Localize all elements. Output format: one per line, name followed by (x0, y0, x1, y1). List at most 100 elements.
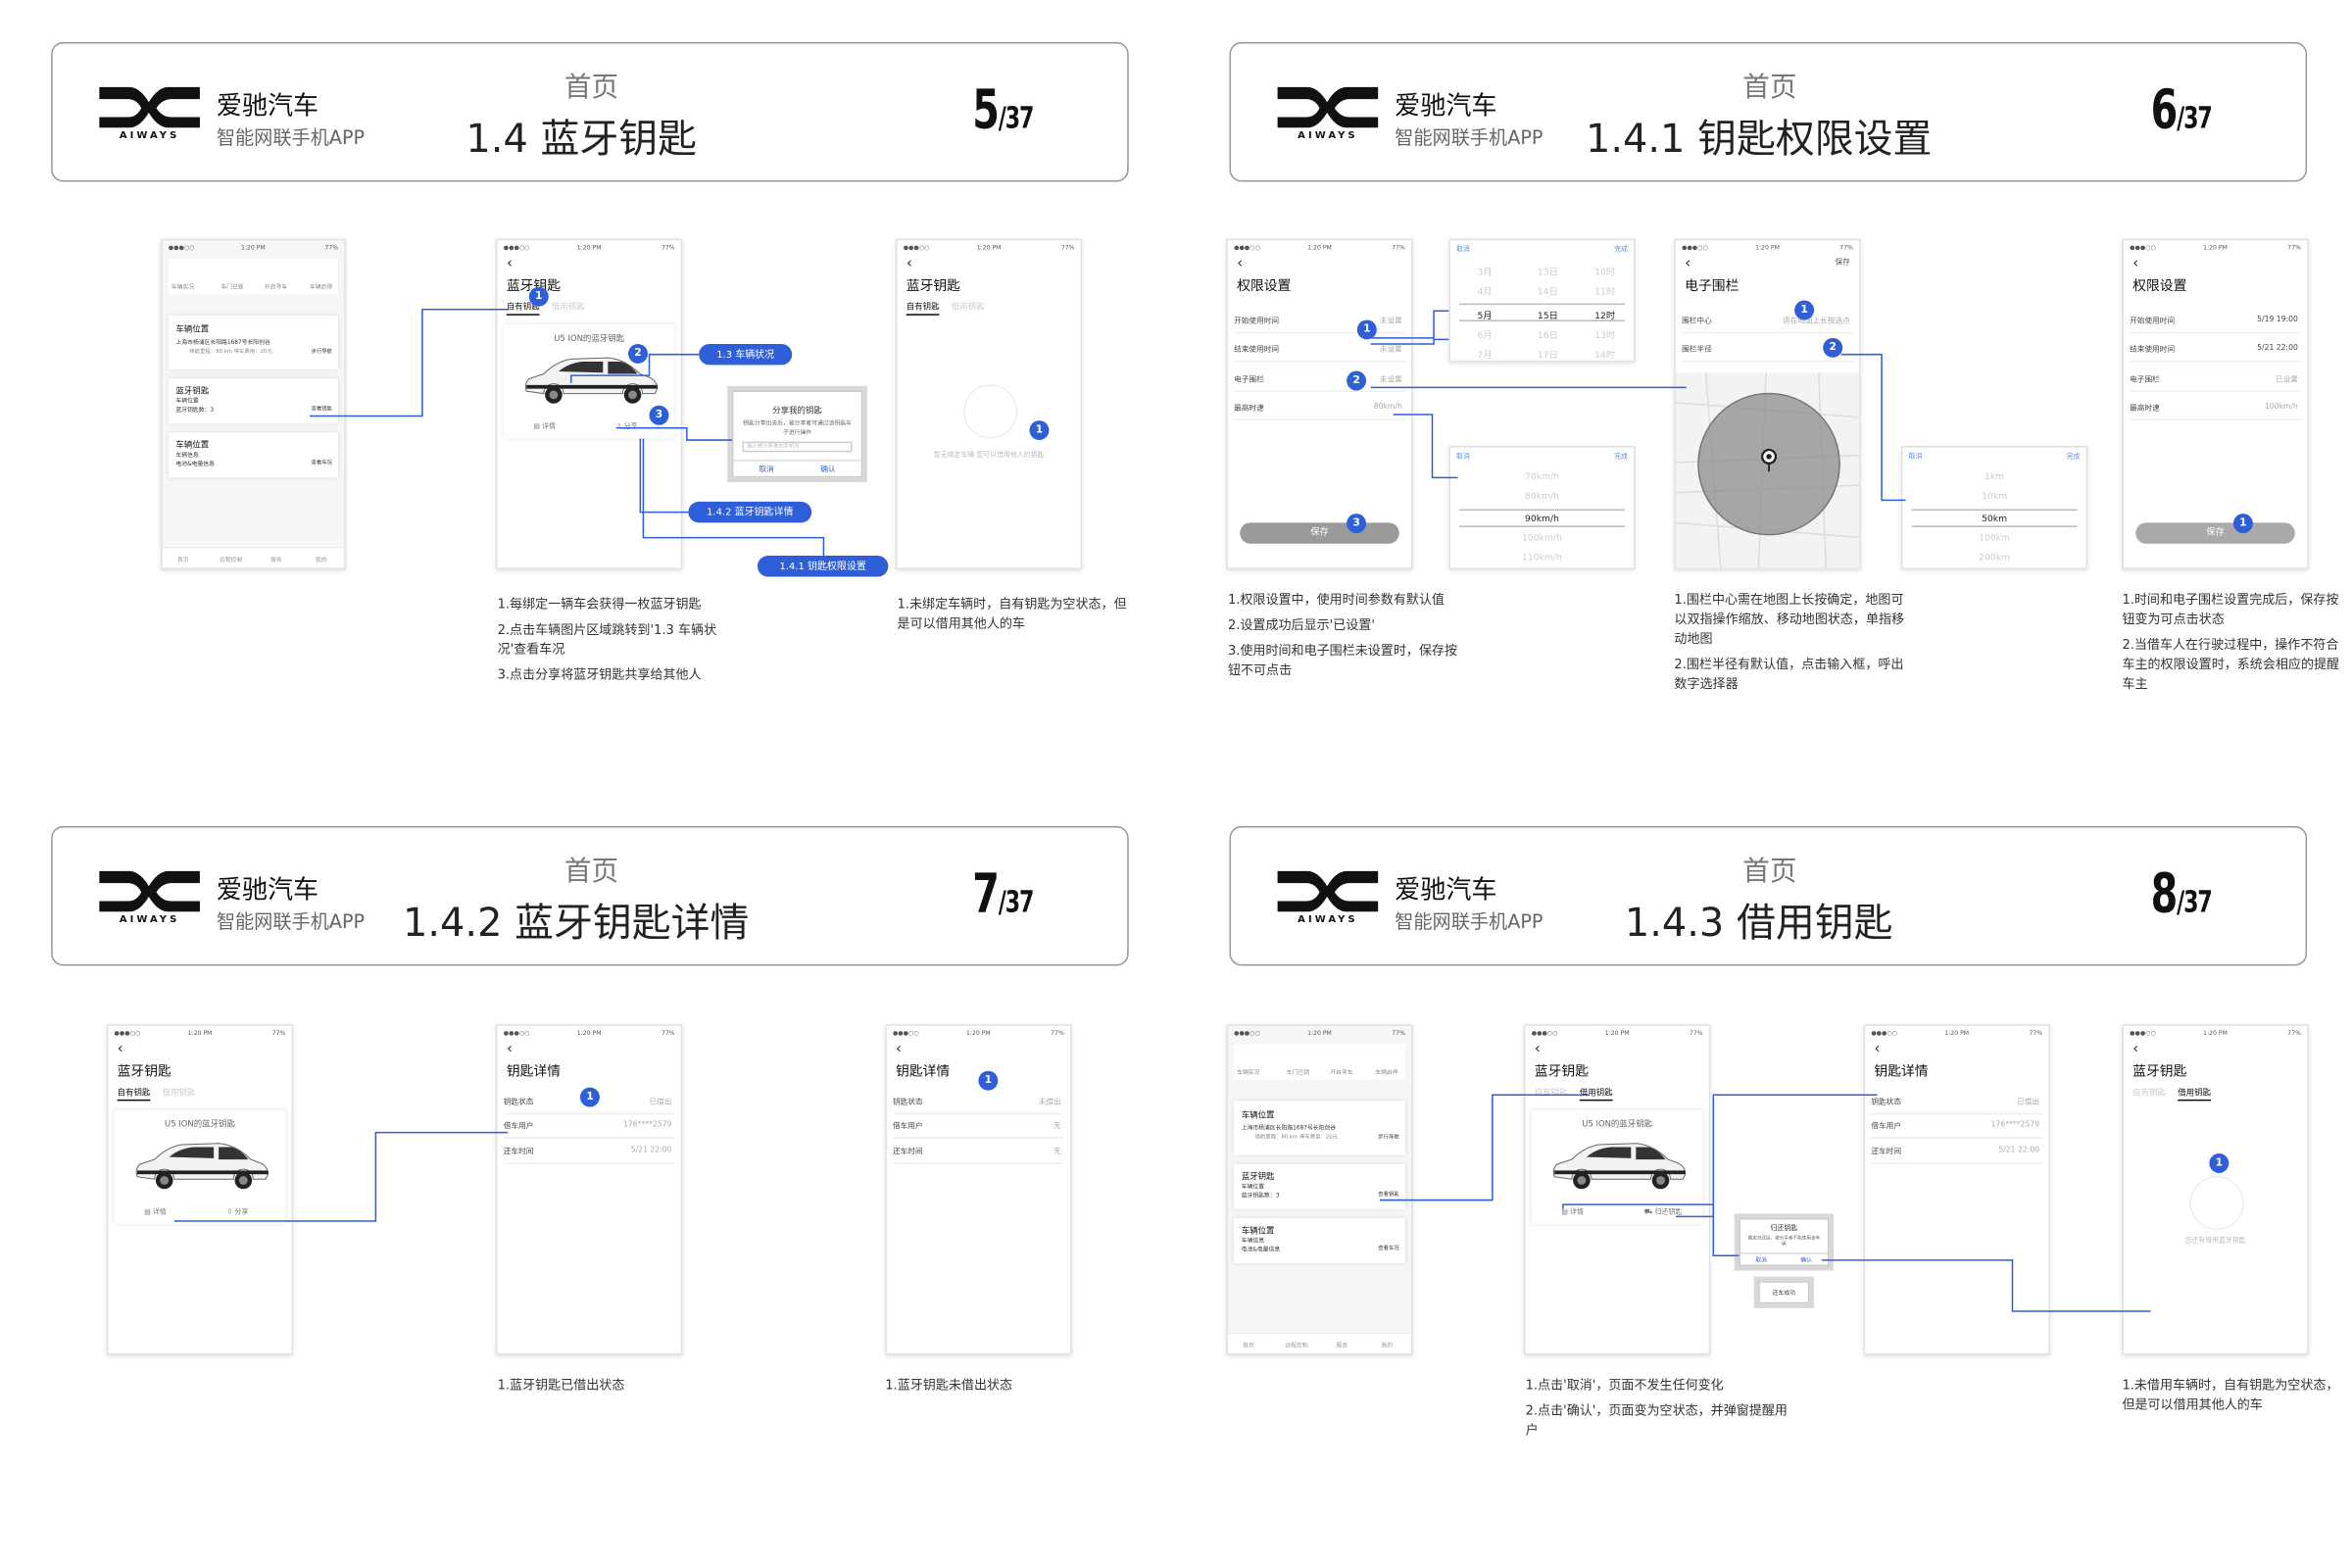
back-icon[interactable]: ‹ (906, 255, 912, 272)
picker-cancel[interactable]: 取消 (1456, 246, 1470, 255)
picker-done[interactable]: 完成 (1614, 246, 1628, 255)
fence-save-button[interactable]: 保存 (1835, 258, 1850, 268)
picker-row[interactable]: 100km/h (1522, 533, 1562, 544)
vehicle-card[interactable]: 车辆位置 车辆信息 电池&电量信息 查看车况 (168, 432, 339, 478)
tab-borrowed-keys[interactable]: 借用钥匙 (551, 303, 585, 313)
tab-home[interactable]: 首页 (1243, 1341, 1254, 1349)
return-cancel-button[interactable]: 取消 (1755, 1255, 1767, 1263)
back-icon[interactable]: ‹ (1237, 255, 1244, 272)
row-fence[interactable]: 电子围栏未设置 (1234, 374, 1405, 393)
car-image[interactable] (1549, 1134, 1688, 1191)
picker-row[interactable]: 80km/h (1525, 491, 1559, 502)
save-button[interactable]: 保存 (2135, 522, 2295, 544)
back-icon[interactable]: ‹ (117, 1041, 123, 1057)
row-fence-radius[interactable]: 围栏半径 (1682, 344, 1853, 363)
key-card[interactable]: U5 ION的蓝牙钥匙 ▤ 详情 ⇧ 分享 (114, 1109, 286, 1225)
picker-row[interactable]: 1km (1984, 471, 2005, 482)
vehicle-card[interactable]: 车辆位置 车辆信息 电池&电量信息 查看车况 (1234, 1217, 1405, 1263)
view-vehicle-button[interactable]: 查看车况 (311, 459, 332, 466)
tab-own-keys[interactable]: 自有钥匙 (1534, 1089, 1568, 1099)
quick-action-lock[interactable]: 车门已锁 (1286, 1067, 1310, 1076)
tab-borrowed-keys[interactable]: 借用钥匙 (1579, 1089, 1613, 1102)
share-confirm-button[interactable]: 确认 (820, 466, 836, 475)
row-end-time[interactable]: 结束使用时间未设置 (1234, 344, 1405, 363)
row-start-time[interactable]: 开始使用时间未设置 (1234, 316, 1405, 334)
tab-borrowed-keys[interactable]: 借用钥匙 (2178, 1089, 2211, 1102)
speed-picker[interactable]: 取消 完成 70km/h 80km/h 90km/h 100km/h 110km/… (1448, 446, 1636, 569)
radius-picker[interactable]: 取消 完成 1km 10km 50km 100km 200km (1901, 446, 2088, 569)
bluetooth-key-card[interactable]: 蓝牙钥匙 车辆位置 蓝牙钥匙数：3 查看钥匙 (168, 378, 339, 424)
bluetooth-key-card[interactable]: 蓝牙钥匙 车辆位置 蓝牙钥匙数：3 查看钥匙 (1234, 1163, 1405, 1209)
quick-action-start[interactable]: 车辆启停 (1375, 1067, 1398, 1076)
share-phone-input[interactable]: 输入被分享者的手机号 (742, 441, 853, 453)
return-car-button[interactable]: ⛟ 归还钥匙 (1643, 1208, 1683, 1217)
map-view[interactable] (1675, 372, 1861, 569)
picker-cancel[interactable]: 取消 (1456, 453, 1470, 462)
picker-done[interactable]: 完成 (1614, 453, 1628, 462)
back-icon[interactable]: ‹ (1534, 1041, 1541, 1057)
back-icon[interactable]: ‹ (506, 1041, 513, 1057)
return-confirm-button[interactable]: 确认 (1800, 1255, 1812, 1263)
tab-own-keys[interactable]: 自有钥匙 (2132, 1089, 2166, 1099)
tab-service[interactable]: 服务 (1336, 1341, 1348, 1349)
row-fence[interactable]: 电子围栏已设置 (2130, 374, 2301, 393)
back-icon[interactable]: ‹ (896, 1041, 903, 1057)
row-fence-center[interactable]: 围栏中心请在地图上长按选点 (1682, 316, 1853, 334)
view-vehicle-button[interactable]: 查看车况 (1378, 1245, 1399, 1251)
quick-action-start[interactable]: 车辆启停 (309, 282, 333, 290)
back-icon[interactable]: ‹ (2132, 255, 2139, 272)
picker-cancel[interactable]: 取消 (1908, 453, 1923, 462)
tab-borrowed-keys[interactable]: 借用钥匙 (951, 303, 985, 313)
tab-me[interactable]: 我的 (1381, 1341, 1394, 1349)
tab-remote[interactable]: 远程控制 (219, 556, 243, 564)
detail-button[interactable]: ▤ 详情 (1561, 1208, 1584, 1217)
quick-action-find[interactable]: 开启寻车 (1330, 1067, 1353, 1076)
tab-own-keys[interactable]: 自有钥匙 (506, 303, 540, 316)
key-card[interactable]: U5 ION的蓝牙钥匙 ▤ 详情 ⇧ 分享 (503, 324, 675, 439)
back-icon[interactable]: ‹ (2132, 1041, 2139, 1057)
tab-own-keys[interactable]: 自有钥匙 (117, 1089, 151, 1102)
share-button[interactable]: ⇧ 分享 (226, 1208, 249, 1217)
link-key-permission[interactable]: 1.4.1 钥匙权限设置 (757, 556, 889, 577)
tab-remote[interactable]: 远程控制 (1285, 1341, 1308, 1349)
borrowed-key-card[interactable]: U5 ION的蓝牙钥匙 ▤ 详情 ⛟ 归还钥匙 (1531, 1109, 1703, 1225)
picker-row[interactable]: 70km/h (1525, 471, 1559, 482)
back-icon[interactable]: ‹ (1874, 1041, 1881, 1057)
view-key-button[interactable]: 查看钥匙 (1378, 1191, 1399, 1198)
quick-action-status[interactable]: 车辆实况 (1237, 1067, 1260, 1076)
picker-row-selected[interactable]: 90km/h (1459, 509, 1625, 527)
picker-row[interactable]: 110km/h (1522, 552, 1562, 564)
picker-done[interactable]: 完成 (2066, 453, 2081, 462)
picker-row[interactable]: 10km (1982, 491, 2008, 502)
link-vehicle-status[interactable]: 1.3 车辆状况 (699, 343, 793, 366)
picker-row[interactable]: 200km (1979, 552, 2011, 564)
walk-nav-button[interactable]: 步行导航 (1378, 1134, 1399, 1141)
tab-home[interactable]: 首页 (176, 556, 189, 564)
share-cancel-button[interactable]: 取消 (759, 466, 774, 475)
tab-own-keys[interactable]: 自有钥匙 (906, 303, 940, 316)
detail-button[interactable]: ▤ 详情 (533, 423, 556, 431)
car-image[interactable] (132, 1134, 270, 1191)
save-button-disabled[interactable]: 保存 (1240, 522, 1399, 544)
location-card[interactable]: 车辆位置 上海市杨浦区长阳路1687号长阳创谷 续航里程：80 km 停车费用：… (1234, 1101, 1405, 1155)
link-key-detail[interactable]: 1.4.2 蓝牙钥匙详情 (688, 501, 812, 523)
tab-me[interactable]: 我的 (316, 556, 327, 564)
picker-row-selected[interactable]: 50km (1911, 509, 2078, 527)
back-icon[interactable]: ‹ (1685, 255, 1691, 272)
location-card[interactable]: 车辆位置 上海市杨浦区长阳路1687号长阳创谷 续航里程：80 km 停车费用：… (168, 315, 339, 370)
quick-action-status[interactable]: 车辆实况 (171, 282, 195, 290)
detail-button[interactable]: ▤ 详情 (144, 1208, 167, 1217)
picker-row[interactable]: 100km (1979, 533, 2011, 544)
walk-nav-button[interactable]: 步行导航 (311, 348, 332, 355)
tab-borrowed-keys[interactable]: 借用钥匙 (162, 1089, 196, 1099)
view-key-button[interactable]: 查看钥匙 (311, 405, 332, 412)
quick-action-lock[interactable]: 车门已锁 (220, 282, 244, 290)
share-button[interactable]: ⇧ 分享 (615, 423, 638, 431)
quick-action-find[interactable]: 开启寻车 (264, 282, 288, 290)
